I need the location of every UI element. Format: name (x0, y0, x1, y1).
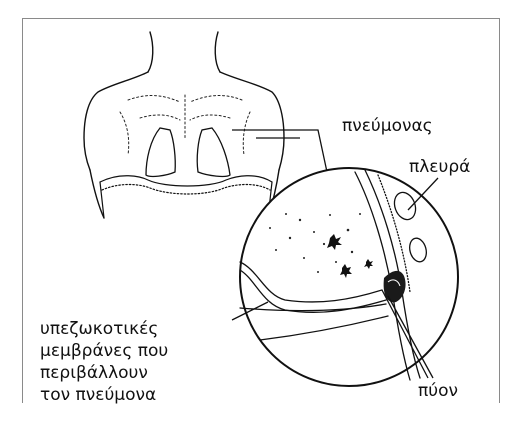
pus-label: πύον (418, 381, 458, 402)
magnified-view (240, 168, 458, 386)
membranes-label-line-2: μεμβράνες που (40, 340, 168, 362)
membranes-label-line-4: τον πνεύμονα (40, 384, 168, 406)
lung-label: πνεύμονας (342, 116, 433, 137)
diaphragm (100, 176, 272, 218)
rib-label: πλευρά (409, 157, 470, 178)
ribcage-sketch (120, 95, 250, 155)
torso-outline (84, 32, 284, 218)
membranes-label-line-1: υπεζωκοτικές (40, 318, 168, 340)
lungs (146, 128, 230, 176)
magnifier-circle (240, 168, 458, 386)
membranes-label-line-3: περιβάλλουν (40, 362, 168, 384)
membranes-label: υπεζωκοτικές μεμβράνες που περιβάλλουν τ… (40, 318, 168, 406)
